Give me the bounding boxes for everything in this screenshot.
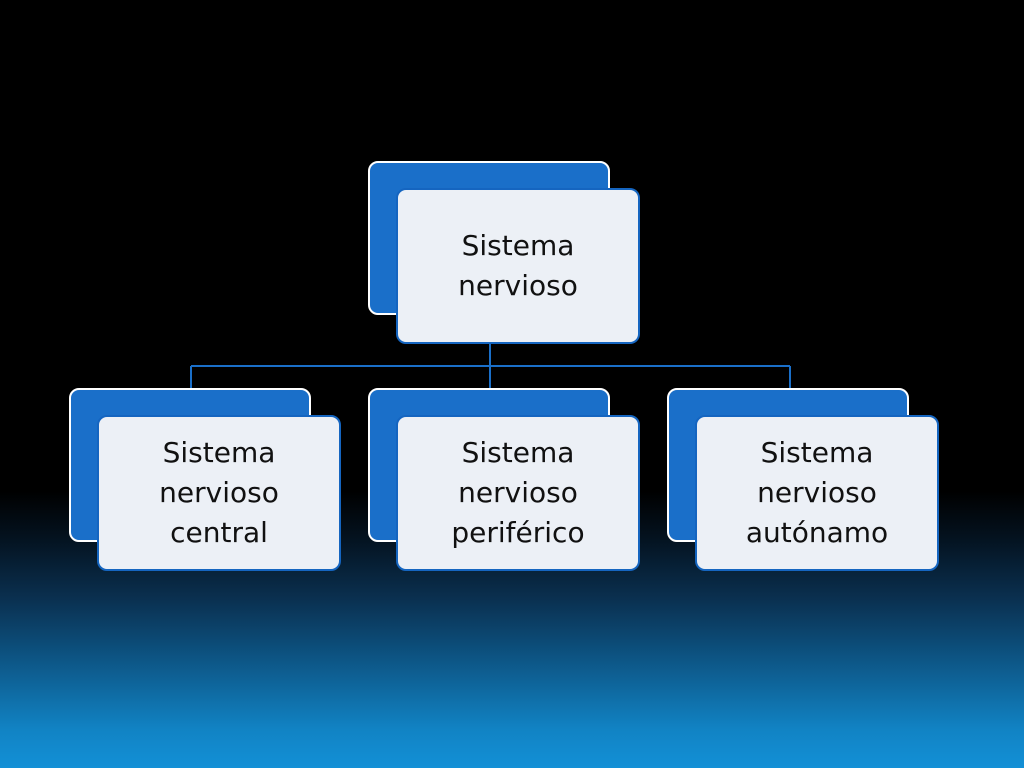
- node-sistema-nervioso-autonomo: Sistema nervioso autónamo: [667, 388, 939, 572]
- node-sistema-nervioso-periferico: Sistema nervioso periférico: [368, 388, 640, 572]
- node-front-box: Sistema nervioso autónamo: [695, 415, 939, 571]
- node-sistema-nervioso-central: Sistema nervioso central: [69, 388, 341, 572]
- node-front-box: Sistema nervioso central: [97, 415, 341, 571]
- node-label-root: Sistema nervioso: [458, 229, 578, 302]
- node-sistema-nervioso: Sistema nervioso: [368, 161, 640, 345]
- node-label-periferico: Sistema nervioso periférico: [451, 436, 585, 549]
- node-label-autonomo: Sistema nervioso autónamo: [745, 436, 889, 549]
- node-front-box: Sistema nervioso periférico: [396, 415, 640, 571]
- node-label-central: Sistema nervioso central: [159, 436, 279, 549]
- node-front-box: Sistema nervioso: [396, 188, 640, 344]
